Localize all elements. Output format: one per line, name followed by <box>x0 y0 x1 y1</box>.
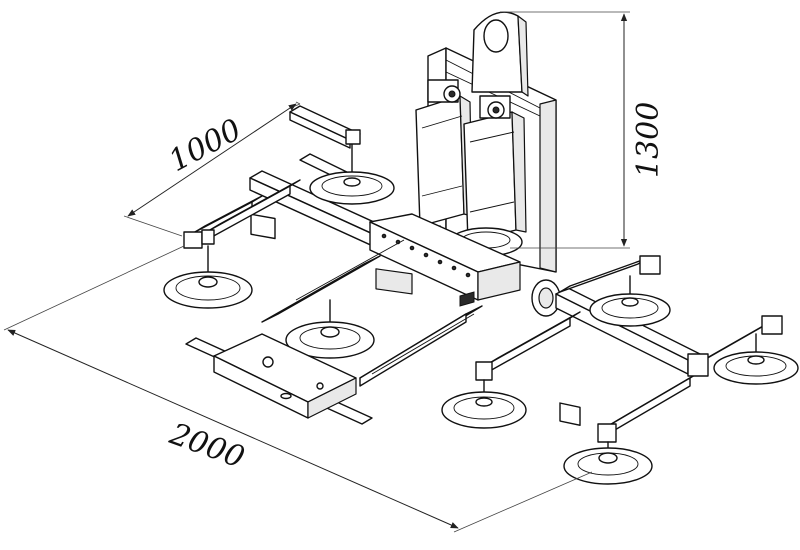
suction-pad-front-left <box>163 229 253 309</box>
dimension-height: 1300 <box>500 11 666 249</box>
suction-pad-front-mid <box>441 361 527 429</box>
dimension-width-label: 1000 <box>163 112 247 179</box>
dimension-height-label: 1300 <box>631 102 666 178</box>
suction-pad-back-right <box>589 275 671 327</box>
dimension-length-label: 2000 <box>164 416 249 475</box>
right-beam-assembly <box>487 255 783 435</box>
suction-pad-far-right <box>713 333 799 385</box>
suction-pad-center-front <box>285 299 375 359</box>
suction-pad-front-right <box>563 423 653 485</box>
dimension-width: 1000 <box>123 101 301 237</box>
lifting-eye <box>471 11 529 97</box>
suction-pad-back-left <box>309 129 395 205</box>
cylinder-right <box>463 95 527 263</box>
